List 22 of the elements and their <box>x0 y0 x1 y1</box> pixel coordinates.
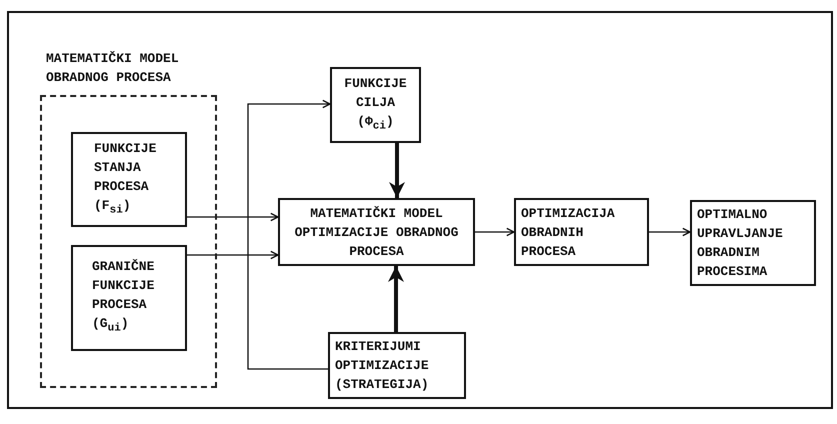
process-box <box>71 132 187 227</box>
process-box <box>328 332 466 399</box>
box-text: FUNKCIJE CILJA (Φ$_{ci}$) <box>343 74 408 134</box>
arrow <box>388 266 404 332</box>
process-box <box>278 198 475 266</box>
arrow <box>475 228 515 236</box>
box-text: KRITERIJUMI OPTIMIZACIJE (STRATEGIJA) <box>335 338 430 394</box>
process-box <box>514 198 649 266</box>
arrow <box>247 100 331 370</box>
arrow <box>187 212 279 222</box>
box-text: FUNKCIJE STANJA PROCESA (F$_{si}$) <box>93 140 158 218</box>
process-box <box>330 67 421 143</box>
box-text: MATEMATIČKI MODEL OPTIMIZACIJE OBRADNOG PROCESA <box>294 204 460 260</box>
box-text: OPTIMALNO UPRAVLJANJE OBRADNIM PROCESIMA <box>697 206 784 281</box>
process-box <box>690 200 816 286</box>
box-text: OPTIMIZACIJA OBRADNIH PROCESA <box>521 204 616 260</box>
arrow <box>649 228 691 236</box>
group-heading: MATEMATIČKI MODEL OBRADNOG PROCESA <box>46 50 180 87</box>
box-text: GRANIČNE FUNKCIJE PROCESA (G$_{ui}$) <box>91 258 156 337</box>
arrow <box>187 250 279 260</box>
arrow <box>389 143 405 198</box>
process-box <box>71 245 187 351</box>
